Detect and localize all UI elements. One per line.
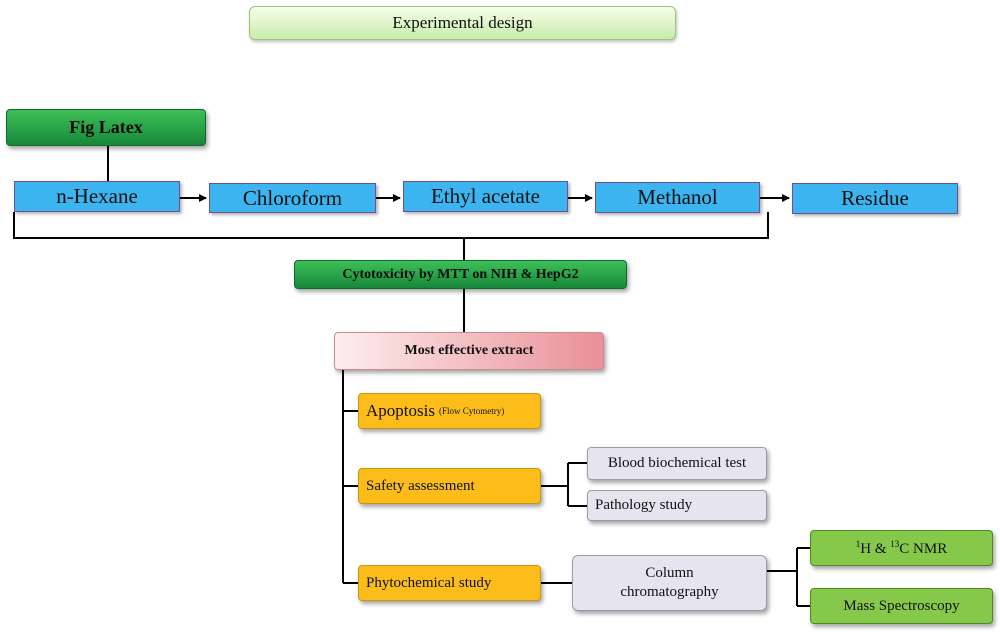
most-effective-extract: Most effective extract — [334, 332, 604, 370]
blood-biochemical-test: Blood biochemical test — [587, 447, 767, 480]
fraction-residue: Residue — [792, 183, 958, 214]
pathology-study: Pathology study — [587, 490, 767, 521]
phytochemical-study: Phytochemical study — [358, 565, 541, 601]
connector-column-analysis — [767, 547, 810, 607]
nmr-label: 1H & 13C NMR — [855, 538, 948, 557]
bracket-fractions — [13, 212, 769, 239]
apoptosis-label: Apoptosis — [366, 401, 435, 420]
safety-assessment: Safety assessment — [358, 468, 541, 504]
apoptosis-method: (Flow Cytometry) — [438, 406, 505, 416]
nmr-analysis: 1H & 13C NMR — [810, 530, 993, 566]
mass-spectroscopy: Mass Spectroscopy — [810, 588, 993, 624]
column-label-line2: chromatography — [620, 584, 719, 600]
fraction-methanol: Methanol — [595, 182, 760, 213]
diagram-title: Experimental design — [249, 6, 676, 40]
source-fig-latex: Fig Latex — [6, 109, 206, 146]
fraction-n-hexane: n-Hexane — [14, 181, 180, 212]
column-chromatography: Column chromatography — [572, 555, 767, 611]
apoptosis-box: Apoptosis (Flow Cytometry) — [358, 393, 541, 429]
column-label-line1: Column — [645, 565, 694, 581]
fraction-chloroform: Chloroform — [209, 183, 376, 213]
cytotoxicity-assay: Cytotoxicity by MTT on NIH & HepG2 — [294, 260, 627, 289]
connector-safety-tests — [541, 462, 587, 507]
fraction-ethyl-acetate: Ethyl acetate — [403, 181, 568, 212]
